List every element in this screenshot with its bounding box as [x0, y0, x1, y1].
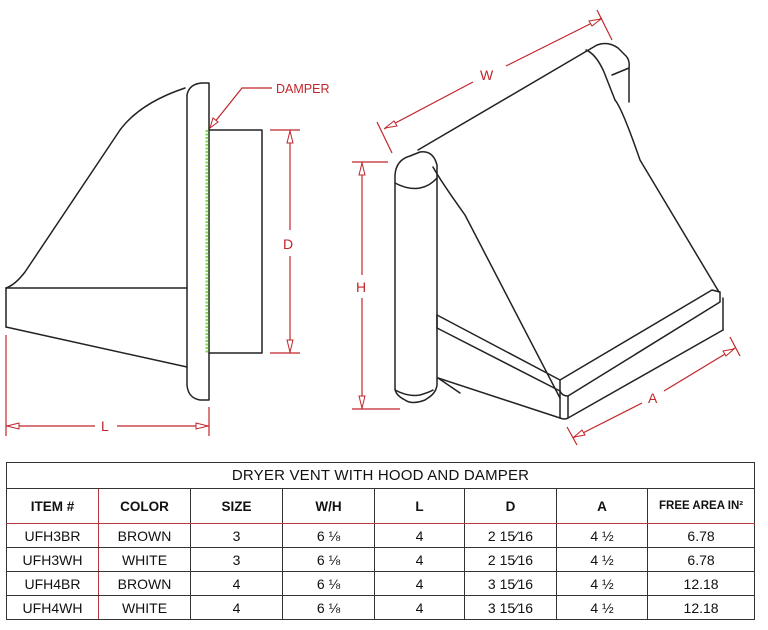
cell-a: 4 ½ [556, 523, 648, 548]
damper-callout-label: DAMPER [276, 82, 329, 96]
dimension-d-label: D [283, 236, 293, 252]
cell-size: 4 [190, 595, 283, 620]
dimension-h-label: H [356, 279, 366, 295]
cell-free-area: 6.78 [646, 547, 756, 572]
cell-l: 4 [374, 547, 465, 572]
header-item: ITEM # [6, 488, 99, 524]
cell-d: 3 15⁄16 [464, 595, 557, 620]
cell-a: 4 ½ [556, 547, 648, 572]
cell-wh: 6 ⅛ [282, 523, 375, 548]
header-wh: W/H [282, 488, 375, 524]
iso-view: W H A [352, 9, 741, 446]
table-header-row: ITEM # COLOR SIZE W/H L D A FREE AREA IN… [6, 488, 756, 524]
vent-drawing: DAMPER D L [5, 9, 741, 446]
header-d: D [464, 488, 557, 524]
left-flange [394, 151, 438, 404]
cell-free-area: 6.78 [646, 523, 756, 548]
cell-item: UFH3WH [6, 547, 99, 572]
hood-profile [5, 87, 186, 289]
base-ledge [436, 289, 721, 397]
dimension-l-label: L [101, 418, 109, 434]
cell-free-area: 12.18 [646, 571, 756, 596]
header-free-area: FREE AREA IN² [646, 488, 756, 524]
cell-size: 3 [190, 547, 283, 572]
duct-collar [208, 129, 263, 354]
spec-table: DRYER VENT WITH HOOD AND DAMPER ITEM # C… [5, 462, 756, 620]
cell-item: UFH4WH [6, 595, 99, 620]
table-row: UFH4WH WHITE 4 6 ⅛ 4 3 15⁄16 4 ½ 12.18 [6, 595, 756, 620]
dimension-a-label: A [648, 390, 658, 406]
side-view: DAMPER D L [5, 82, 329, 436]
header-color: COLOR [98, 488, 191, 524]
table-title: DRYER VENT WITH HOOD AND DAMPER [5, 462, 756, 489]
cell-color: BROWN [98, 523, 191, 548]
cell-free-area: 12.18 [646, 595, 756, 620]
cell-l: 4 [374, 571, 465, 596]
table-row: UFH4BR BROWN 4 6 ⅛ 4 3 15⁄16 4 ½ 12.18 [6, 571, 756, 596]
header-a: A [556, 488, 648, 524]
table-row: UFH3WH WHITE 3 6 ⅛ 4 2 15⁄16 4 ½ 6.78 [6, 547, 756, 572]
cell-size: 3 [190, 523, 283, 548]
cell-l: 4 [374, 523, 465, 548]
cell-item: UFH3BR [6, 523, 99, 548]
cell-a: 4 ½ [556, 571, 648, 596]
cell-d: 3 15⁄16 [464, 571, 557, 596]
cell-a: 4 ½ [556, 595, 648, 620]
cell-color: BROWN [98, 571, 191, 596]
flange [186, 82, 210, 401]
cell-wh: 6 ⅛ [282, 547, 375, 572]
cell-d: 2 15⁄16 [464, 547, 557, 572]
cell-l: 4 [374, 595, 465, 620]
cell-color: WHITE [98, 547, 191, 572]
cell-wh: 6 ⅛ [282, 595, 375, 620]
cell-color: WHITE [98, 595, 191, 620]
hood-top-face [432, 166, 561, 399]
table-row: UFH3BR BROWN 3 6 ⅛ 4 2 15⁄16 4 ½ 6.78 [6, 523, 756, 548]
cell-wh: 6 ⅛ [282, 571, 375, 596]
header-l: L [374, 488, 465, 524]
header-size: SIZE [190, 488, 283, 524]
cell-size: 4 [190, 571, 283, 596]
dimension-w-label: W [480, 67, 494, 83]
cell-d: 2 15⁄16 [464, 523, 557, 548]
cell-item: UFH4BR [6, 571, 99, 596]
